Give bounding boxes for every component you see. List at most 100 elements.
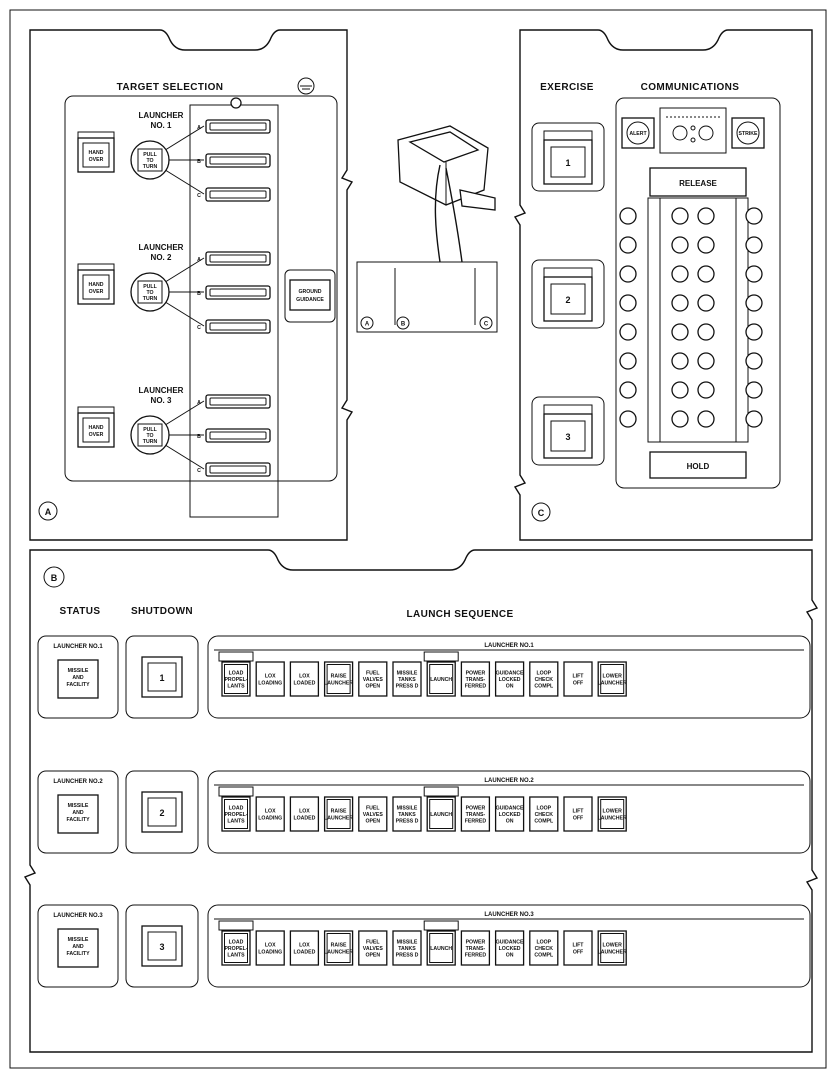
target-slot[interactable] (205, 153, 271, 168)
release-lamp[interactable] (745, 207, 763, 225)
target-slot[interactable] (205, 285, 271, 300)
release-lamp[interactable] (619, 294, 637, 312)
shutdown-button[interactable] (141, 656, 183, 698)
release-lamp[interactable] (745, 323, 763, 341)
release-lamp[interactable] (697, 207, 715, 225)
comm-dial-left[interactable] (672, 125, 688, 141)
release-lamp[interactable] (671, 352, 689, 370)
shutdown-number: 2 (159, 808, 164, 818)
release-lamp[interactable] (671, 207, 689, 225)
target-slot[interactable] (205, 428, 271, 443)
hand-over-button[interactable] (77, 269, 115, 305)
release-lamp[interactable] (619, 352, 637, 370)
release-lamp[interactable] (619, 323, 637, 341)
sequence-button[interactable] (221, 796, 251, 832)
release-lamp[interactable] (697, 294, 715, 312)
release-lamp[interactable] (619, 236, 637, 254)
sequence-button[interactable] (529, 661, 559, 697)
release-lamp[interactable] (619, 207, 637, 225)
release-lamp[interactable] (619, 265, 637, 283)
sequence-button-line: FUEL (366, 805, 380, 811)
release-lamp[interactable] (671, 236, 689, 254)
sequence-button[interactable] (255, 661, 285, 697)
target-slot[interactable] (205, 394, 271, 409)
release-lamp[interactable] (671, 323, 689, 341)
release-lamp[interactable] (697, 410, 715, 428)
sequence-button[interactable] (563, 796, 593, 832)
sequence-button[interactable] (289, 796, 320, 832)
sequence-button[interactable] (597, 661, 627, 697)
shutdown-button[interactable] (141, 925, 183, 967)
sequence-button[interactable] (289, 930, 320, 966)
sequence-button[interactable] (460, 796, 491, 832)
pull-to-turn-knob[interactable] (130, 415, 170, 455)
sequence-button[interactable] (323, 930, 354, 966)
sequence-button[interactable] (392, 930, 422, 966)
release-lamp[interactable] (671, 410, 689, 428)
release-lamp[interactable] (745, 236, 763, 254)
release-lamp[interactable] (745, 265, 763, 283)
release-lamp[interactable] (745, 294, 763, 312)
target-slot[interactable] (205, 319, 271, 334)
sequence-button[interactable] (289, 661, 320, 697)
target-slot[interactable] (205, 187, 271, 202)
release-lamp[interactable] (697, 323, 715, 341)
release-button[interactable] (649, 167, 747, 197)
sequence-button[interactable] (494, 796, 525, 832)
missile-facility-button[interactable] (57, 928, 99, 968)
panel-c-marker-label: C (538, 508, 545, 518)
sequence-button[interactable] (597, 796, 627, 832)
sequence-button-line: LOX (299, 674, 310, 680)
sequence-button[interactable] (426, 930, 456, 966)
sequence-button[interactable] (323, 796, 354, 832)
target-slot[interactable] (205, 119, 271, 134)
shutdown-button[interactable] (141, 791, 183, 833)
sequence-button[interactable] (221, 930, 251, 966)
sequence-button[interactable] (426, 661, 456, 697)
sequence-button[interactable] (494, 930, 525, 966)
hold-button[interactable] (649, 451, 747, 479)
sequence-button[interactable] (494, 661, 525, 697)
missile-facility-button[interactable] (57, 794, 99, 834)
sequence-button[interactable] (358, 661, 388, 697)
sequence-button[interactable] (460, 930, 491, 966)
release-lamp[interactable] (671, 265, 689, 283)
release-lamp[interactable] (697, 381, 715, 399)
target-slot[interactable] (205, 251, 271, 266)
target-slot[interactable] (205, 462, 271, 477)
sequence-button[interactable] (358, 930, 388, 966)
sequence-button[interactable] (221, 661, 251, 697)
release-lamp[interactable] (697, 236, 715, 254)
release-lamp[interactable] (619, 410, 637, 428)
hand-over-button[interactable] (77, 137, 115, 173)
sequence-button[interactable] (460, 661, 491, 697)
release-lamp[interactable] (745, 381, 763, 399)
knob-line2: TO (146, 158, 153, 164)
sequence-button[interactable] (426, 796, 456, 832)
release-lamp[interactable] (745, 352, 763, 370)
release-lamp[interactable] (697, 352, 715, 370)
comm-dial-right[interactable] (698, 125, 714, 141)
sequence-button[interactable] (392, 796, 422, 832)
release-lamp[interactable] (745, 410, 763, 428)
sequence-button[interactable] (323, 661, 354, 697)
hand-over-button[interactable] (77, 412, 115, 448)
release-lamp[interactable] (697, 265, 715, 283)
pull-to-turn-knob[interactable] (130, 140, 170, 180)
sequence-button[interactable] (529, 796, 559, 832)
release-lamp[interactable] (671, 381, 689, 399)
sequence-button[interactable] (597, 930, 627, 966)
release-lamp[interactable] (671, 294, 689, 312)
sequence-button[interactable] (563, 661, 593, 697)
pull-to-turn-knob[interactable] (130, 272, 170, 312)
release-lamp[interactable] (619, 381, 637, 399)
sequence-button[interactable] (358, 796, 388, 832)
sequence-button[interactable] (392, 661, 422, 697)
sequence-button[interactable] (255, 930, 285, 966)
missile-facility-button[interactable] (57, 659, 99, 699)
ground-guidance-button[interactable] (289, 279, 331, 311)
sequence-button[interactable] (529, 930, 559, 966)
sequence-button[interactable] (563, 930, 593, 966)
sequence-button[interactable] (255, 796, 285, 832)
